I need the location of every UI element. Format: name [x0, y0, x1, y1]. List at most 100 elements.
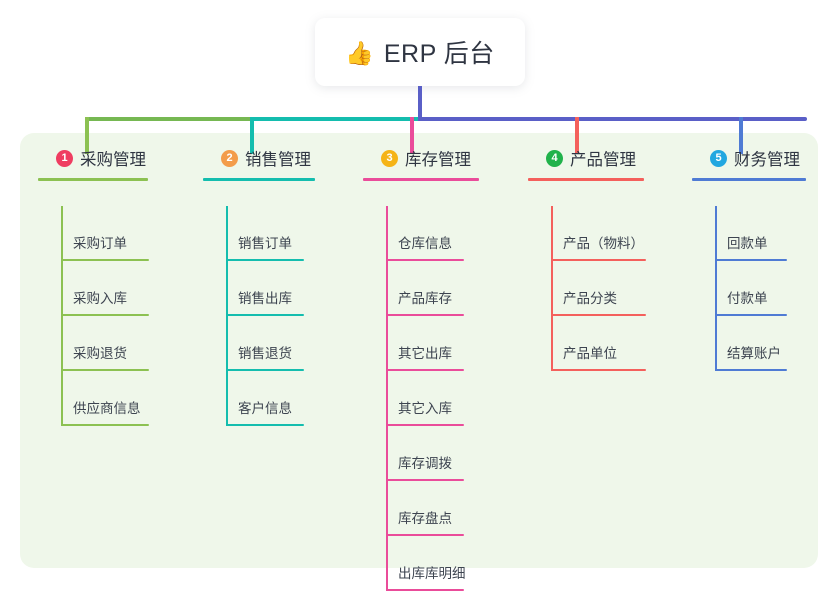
branch-item[interactable]: 采购订单 [38, 206, 149, 261]
branch-index-badge: 3 [381, 149, 398, 167]
branch-item-underline [226, 314, 304, 316]
branch-title: 财务管理 [734, 151, 800, 169]
branch-item[interactable]: 产品分类 [528, 261, 646, 316]
branch-title: 产品管理 [570, 151, 636, 169]
branch-item-underline [386, 314, 464, 316]
root-node-title: ERP 后台 [383, 40, 495, 68]
branch-item-label: 出库库明细 [398, 566, 466, 581]
branch-column-1: 1 采购管理采购订单采购入库采购退货供应商信息 [38, 146, 149, 426]
branch-item-list: 仓库信息产品库存其它出库其它入库库存调拨库存盘点出库库明细 [363, 206, 471, 591]
bus-segment-teal [250, 117, 422, 121]
branch-spine [226, 206, 228, 426]
branch-item-label: 采购退货 [73, 346, 127, 361]
branch-column-5: 5 财务管理回款单付款单结算账户 [692, 146, 806, 371]
branch-item[interactable]: 库存盘点 [363, 481, 471, 536]
branch-item-underline [715, 369, 787, 371]
branch-item[interactable]: 销售订单 [203, 206, 311, 261]
branch-item-underline [61, 314, 149, 316]
branch-item-underline [226, 369, 304, 371]
branch-item-label: 回款单 [727, 236, 768, 251]
branch-header-4[interactable]: 4 产品管理 [528, 146, 644, 181]
branch-item-label: 结算账户 [727, 346, 781, 361]
branch-index-badge: 2 [221, 149, 238, 167]
branch-column-3: 3 库存管理仓库信息产品库存其它出库其它入库库存调拨库存盘点出库库明细 [363, 146, 479, 591]
branch-item[interactable]: 库存调拨 [363, 426, 471, 481]
branch-spine [386, 206, 388, 591]
branch-item-underline [61, 259, 149, 261]
branch-drop-5 [739, 117, 743, 154]
branch-item-underline [386, 479, 464, 481]
branch-header-underline [203, 178, 315, 181]
content-panel [20, 133, 818, 568]
branch-header-underline [528, 178, 644, 181]
branch-column-4: 4 产品管理产品（物料） 产品分类产品单位 [528, 146, 646, 371]
branch-item-label: 产品库存 [398, 291, 452, 306]
branch-item[interactable]: 仓库信息 [363, 206, 471, 261]
branch-item-label: 产品分类 [563, 291, 617, 306]
branch-item-underline [61, 424, 149, 426]
branch-spine [715, 206, 717, 371]
branch-item[interactable]: 客户信息 [203, 371, 311, 426]
root-stem [418, 86, 422, 121]
branch-item-underline [386, 424, 464, 426]
branch-item-list: 销售订单销售出库销售退货客户信息 [203, 206, 311, 426]
branch-item-label: 销售出库 [238, 291, 292, 306]
branch-drop-1 [85, 117, 89, 154]
branch-item[interactable]: 销售退货 [203, 316, 311, 371]
branch-item-label: 付款单 [727, 291, 768, 306]
branch-spine [61, 206, 63, 426]
branch-item-label: 其它入库 [398, 401, 452, 416]
branch-item-label: 其它出库 [398, 346, 452, 361]
branch-item-label: 销售退货 [238, 346, 292, 361]
branch-item[interactable]: 其它出库 [363, 316, 471, 371]
branch-item-list: 回款单付款单结算账户 [692, 206, 800, 371]
branch-item[interactable]: 产品（物料） [528, 206, 646, 261]
branch-item-underline [386, 369, 464, 371]
branch-header-5[interactable]: 5 财务管理 [692, 146, 806, 181]
branch-item[interactable]: 付款单 [692, 261, 800, 316]
branch-item-underline [715, 259, 787, 261]
branch-item-label: 销售订单 [238, 236, 292, 251]
branch-item[interactable]: 回款单 [692, 206, 800, 261]
branch-index-badge: 1 [56, 149, 73, 167]
branch-header-underline [363, 178, 479, 181]
branch-header-1[interactable]: 1 采购管理 [38, 146, 148, 181]
branch-item-underline [551, 314, 646, 316]
branch-item-underline [551, 259, 646, 261]
branch-index-badge: 4 [546, 149, 563, 167]
branch-drop-3 [410, 117, 414, 154]
branch-item[interactable]: 销售出库 [203, 261, 311, 316]
branch-item-underline [551, 369, 646, 371]
branch-item-label: 库存调拨 [398, 456, 452, 471]
branch-title: 采购管理 [80, 151, 146, 169]
branch-item[interactable]: 供应商信息 [38, 371, 149, 426]
branch-item-underline [715, 314, 787, 316]
branch-item-label: 供应商信息 [73, 401, 141, 416]
branch-title: 库存管理 [405, 151, 471, 169]
branch-spine [551, 206, 553, 371]
branch-item-label: 采购订单 [73, 236, 127, 251]
branch-item-label: 客户信息 [238, 401, 292, 416]
branch-item[interactable]: 出库库明细 [363, 536, 471, 591]
branch-header-underline [38, 178, 148, 181]
branch-item-label: 产品单位 [563, 346, 617, 361]
branch-index-badge: 5 [710, 149, 727, 167]
branch-item-underline [386, 259, 464, 261]
branch-header-3[interactable]: 3 库存管理 [363, 146, 479, 181]
branch-item-label: 仓库信息 [398, 236, 452, 251]
branch-item[interactable]: 产品库存 [363, 261, 471, 316]
root-node[interactable]: 👍 ERP 后台 [315, 18, 525, 86]
branch-item[interactable]: 采购退货 [38, 316, 149, 371]
branch-item-underline [226, 259, 304, 261]
branch-item[interactable]: 其它入库 [363, 371, 471, 426]
branch-drop-4 [575, 117, 579, 154]
branch-item[interactable]: 结算账户 [692, 316, 800, 371]
branch-header-underline [692, 178, 806, 181]
branch-item[interactable]: 采购入库 [38, 261, 149, 316]
branch-item-label: 产品（物料） [563, 236, 644, 251]
branch-item[interactable]: 产品单位 [528, 316, 646, 371]
thumbs-up-icon: 👍 [345, 39, 374, 66]
